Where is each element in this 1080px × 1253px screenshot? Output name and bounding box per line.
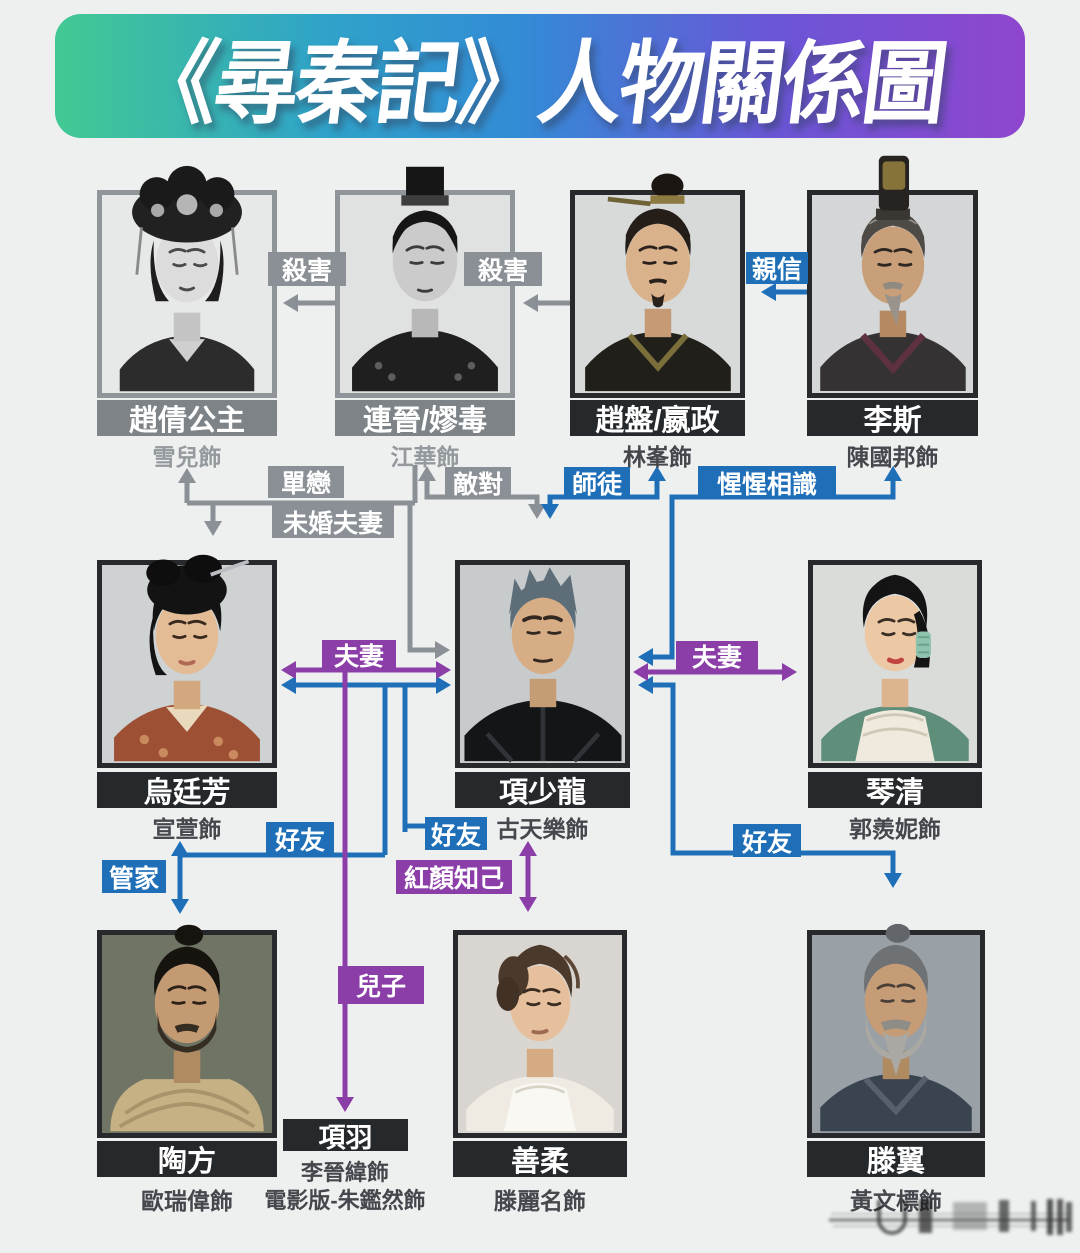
rel-label-confidant: 親信 xyxy=(746,252,808,284)
name-plate: 李斯 xyxy=(807,400,978,437)
portrait-bust xyxy=(820,923,972,1132)
portrait-bust xyxy=(352,166,498,392)
character-name: 項少龍 xyxy=(498,777,586,809)
character-name: 項羽 xyxy=(318,1122,373,1153)
name-plate: 烏廷芳 xyxy=(97,772,277,809)
character-name: 陶方 xyxy=(157,1146,216,1178)
photo-lisi xyxy=(807,155,978,398)
portrait-bust xyxy=(114,554,260,762)
name-plate: 項少龍 xyxy=(455,772,630,809)
portrait-bust xyxy=(119,165,255,392)
photo-qinqing xyxy=(808,560,982,768)
name-plate: 趙倩公主 xyxy=(97,400,277,437)
actor-name: 江華飾 xyxy=(390,444,460,470)
rel-label-couple-left: 夫妻 xyxy=(322,640,396,671)
name-plate: 連晉/嫪毒 xyxy=(335,400,515,437)
rel-label-friend-1: 好友 xyxy=(266,822,334,855)
photo-shanrou xyxy=(453,930,627,1138)
actor-name: 歐瑞偉飾 xyxy=(141,1188,233,1214)
rel-label-enemy: 敵對 xyxy=(445,467,511,499)
actor-name: 古天樂飾 xyxy=(496,816,589,842)
photo-lianjin xyxy=(335,166,515,398)
photo-tengyi xyxy=(807,923,985,1138)
character-name: 善柔 xyxy=(510,1146,569,1178)
photo-taofang xyxy=(97,924,277,1138)
actor-name: 李晉緯飾 xyxy=(300,1160,389,1185)
photo-zhaoqian xyxy=(97,165,277,398)
portrait-bust xyxy=(110,924,264,1132)
rel-label-soulmate: 紅顏知己 xyxy=(396,860,512,894)
rel-label-unrequited: 單戀 xyxy=(268,466,344,498)
rel-label-friend-2: 好友 xyxy=(425,817,487,850)
character-name: 烏廷芳 xyxy=(143,777,231,809)
actor-name: 雪兒飾 xyxy=(152,444,222,470)
rel-label-mentor: 師徒 xyxy=(564,467,630,499)
name-plate: 項羽 xyxy=(283,1119,408,1153)
actor-name: 陳國邦飾 xyxy=(846,444,939,470)
character-name: 趙倩公主 xyxy=(128,405,245,437)
rel-label-kill-2: 殺害 xyxy=(464,252,542,286)
actor-name: 滕麗名飾 xyxy=(494,1188,586,1214)
actor-name: 宣萱飾 xyxy=(152,816,222,842)
name-plate: 陶方 xyxy=(97,1141,277,1178)
portrait-bust xyxy=(466,944,614,1132)
portrait-bust xyxy=(585,173,731,392)
rel-label-friend-3: 好友 xyxy=(733,824,801,857)
rel-label-kindred: 惺惺相識 xyxy=(698,466,836,499)
actor-name: 林峯飾 xyxy=(623,444,692,470)
character-name: 連晉/嫪毒 xyxy=(362,405,488,437)
portrait-bust xyxy=(821,574,969,762)
name-plate: 趙盤/嬴政 xyxy=(570,400,745,437)
name-plate: 滕翼 xyxy=(807,1141,985,1178)
character-name: 趙盤/嬴政 xyxy=(595,405,720,437)
actor-name: 郭羨妮飾 xyxy=(849,816,941,842)
portrait-bust xyxy=(820,155,966,391)
photo-xiangshaolong xyxy=(455,560,630,768)
actor-name-movie: 電影版-朱鑑然飾 xyxy=(264,1188,426,1213)
watermark xyxy=(829,1199,1072,1235)
title-banner: 《尋秦記》人物關係圖 xyxy=(55,14,1025,138)
photo-zhaopan xyxy=(570,173,745,398)
character-name: 滕翼 xyxy=(866,1146,925,1178)
rel-label-son: 兒子 xyxy=(338,966,424,1004)
name-plate: 善柔 xyxy=(453,1141,627,1178)
rel-label-butler: 管家 xyxy=(102,860,166,893)
photo-wutingfang xyxy=(97,554,277,768)
portrait-bust xyxy=(464,567,622,763)
character-name: 李斯 xyxy=(863,405,922,437)
rel-label-kill-1: 殺害 xyxy=(268,252,346,286)
character-name: 琴清 xyxy=(865,777,924,809)
rel-label-couple-right: 夫妻 xyxy=(676,641,758,672)
name-plate: 琴清 xyxy=(808,772,982,809)
rel-label-betrothed: 未婚夫妻 xyxy=(272,505,394,538)
